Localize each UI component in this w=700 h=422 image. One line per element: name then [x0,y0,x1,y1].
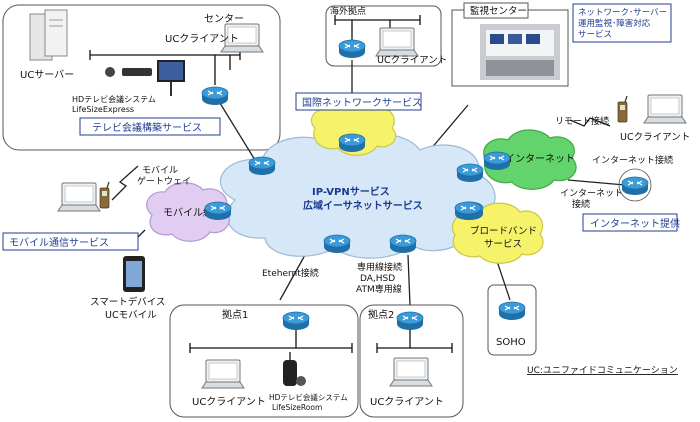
laptop-icon [201,359,245,389]
center-title: センター [204,13,244,25]
monitoring-room-photo [480,24,560,80]
laptop-icon [643,94,687,124]
router-icon [248,156,276,176]
broadband-cloud-label-1: ブロードバンド [470,225,537,237]
remote-uc-client-label: UCクライアント [620,132,690,143]
dedicated-line-label-2: DA,HSD [360,274,395,284]
center-box [2,4,281,151]
router-icon [282,311,310,331]
tv-conference-service-label: テレビ会議構築サービス [92,121,202,134]
server-icon [29,9,68,61]
internet-connection-label: インターネット接続 [592,154,673,166]
router-icon [389,234,417,254]
dedicated-line-label-3: ATM専用線 [356,283,402,295]
router-icon [323,234,351,254]
mobile-phone-icon [617,95,628,123]
router-icon [621,176,649,196]
ethernet-label: Etehernt接続 [262,267,319,279]
overseas-uc-client-label: UCクライアント [377,55,447,66]
videoconference-system-icon [283,352,306,386]
base1-uc-client-label: UCクライアント [192,396,266,408]
router-icon [456,163,484,183]
ops-service-label-1: ネットワーク･サーバー [578,8,667,18]
videoconference-system-icon [105,60,185,96]
soho-label: SOHO [496,337,526,348]
internet-provision-label: インターネット提供 [590,217,680,230]
base2-title: 拠点2 [368,308,394,321]
internet-connection2-label-1: インターネット [560,188,623,199]
router-icon [483,151,511,171]
uc-legend: UC:ユニファイドコミュニケーション [527,365,678,376]
base2-uc-client-label: UCクライアント [370,396,444,408]
internet-connection2-label-2: 接続 [572,198,590,210]
mobile-gateway-label-1: モバイル [142,165,178,176]
mobile-phone-icon [99,181,110,209]
dedicated-line-label-1: 専用線接続 [357,261,402,273]
core-network-cloud [219,133,496,259]
laptop-icon [389,357,433,387]
router-icon [396,311,424,331]
laptop-icon [57,182,101,212]
ops-service-label-3: サービス [578,30,612,40]
router-icon [338,133,366,153]
router-icon [498,301,526,321]
internet-cloud-label: インターネット [505,153,575,165]
center-uc-client-label: UCクライアント [165,33,239,45]
base1-hd-system-label-2: LifeSizeRoom [272,403,322,412]
monitoring-title: 監視センター [470,5,527,17]
base1-title: 拠点1 [222,308,248,321]
center-hd-system-label-2: LifeSizeExpress [72,105,134,114]
router-icon [454,201,482,221]
router-icon [338,39,366,59]
laptop-icon [375,27,419,57]
broadband-cloud-label-2: サービス [484,239,522,250]
router-icon [204,201,232,221]
router-icon [201,86,229,106]
center-hd-system-label-1: HDテレビ会議システム [72,94,156,104]
remote-connection-label: リモート接続 [555,115,609,127]
mobile-gateway-label-2: ゲートウェイ [137,175,191,187]
smart-device-label-2: UCモバイル [105,310,157,321]
overseas-title: 海外拠点 [330,5,366,17]
smart-device-label-1: スマートデバイス [90,296,165,308]
core-cloud-label-2: 広域イーサネットサービス [303,199,423,212]
smartphone-icon [123,256,145,292]
ops-service-label-2: 運用監視･障害対応 [578,18,651,29]
internet-cloud [483,129,577,190]
core-cloud-label-1: IP-VPNサービス [312,185,390,198]
mobile-comm-service-label: モバイル通信サービス [9,237,109,249]
international-service-label: 国際ネットワークサービス [302,97,422,109]
base1-box [169,304,359,418]
base1-hd-system-label-1: HDテレビ会議システム [269,392,348,402]
uc-server-label: UCサーバー [20,69,74,81]
mobile-cloud-label: モバイル網 [163,206,213,219]
